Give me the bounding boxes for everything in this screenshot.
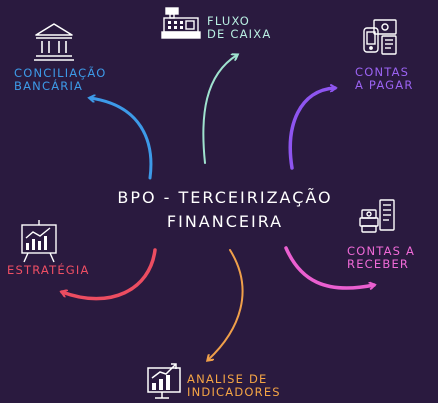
arrow-to-indicadores [208,249,244,360]
node-label-conciliacao: CONCILIAÇÃO BANCÁRIA [14,67,107,93]
bank-icon [34,23,74,61]
node-label-contas-receber: CONTAS A RECEBER [347,245,415,271]
node-label-fluxo-line1: FLUXO [207,14,251,28]
node-label-contas-receber-line1: CONTAS A [347,244,416,258]
node-label-contas-pagar-line2: A PAGAR [355,78,414,92]
node-label-indicadores-line2: INDICADORES [187,385,281,399]
center-title: BPO - TERCEIRIZAÇÃO FINANCEIRA [100,186,350,234]
node-label-conciliacao-line2: BANCÁRIA [14,79,84,93]
cash-register-icon [161,7,201,39]
node-label-fluxo-line2: DE CAIXA [207,27,272,41]
node-label-estrategia-line1: ESTRATÉGIA [7,263,90,277]
node-label-contas-receber-line2: RECEBER [347,257,410,271]
growth-chart-icon [147,363,181,399]
arrow-to-estrategia [62,248,157,301]
node-label-conciliacao-line1: CONCILIAÇÃO [14,66,107,80]
money-receipt-icon [359,199,395,233]
center-title-line1: BPO - TERCEIRIZAÇÃO [117,188,333,207]
arrow-to-fluxo [202,55,237,164]
arrow-to-conciliacao [90,98,153,180]
bill-payment-icon [363,19,397,55]
center-title-line2: FINANCEIRA [166,212,284,231]
node-label-indicadores-line1: ANALISE DE [187,372,268,386]
node-label-contas-pagar: CONTAS A PAGAR [355,66,414,92]
node-label-fluxo: FLUXO DE CAIXA [207,15,271,41]
arrow-to-contas-receber [284,246,374,288]
node-label-contas-pagar-line1: CONTAS [355,65,410,79]
whiteboard-chart-icon [21,220,57,263]
node-label-indicadores: ANALISE DE INDICADORES [187,373,281,399]
node-label-estrategia: ESTRATÉGIA [7,264,90,277]
arrow-to-contas-pagar [288,88,335,170]
